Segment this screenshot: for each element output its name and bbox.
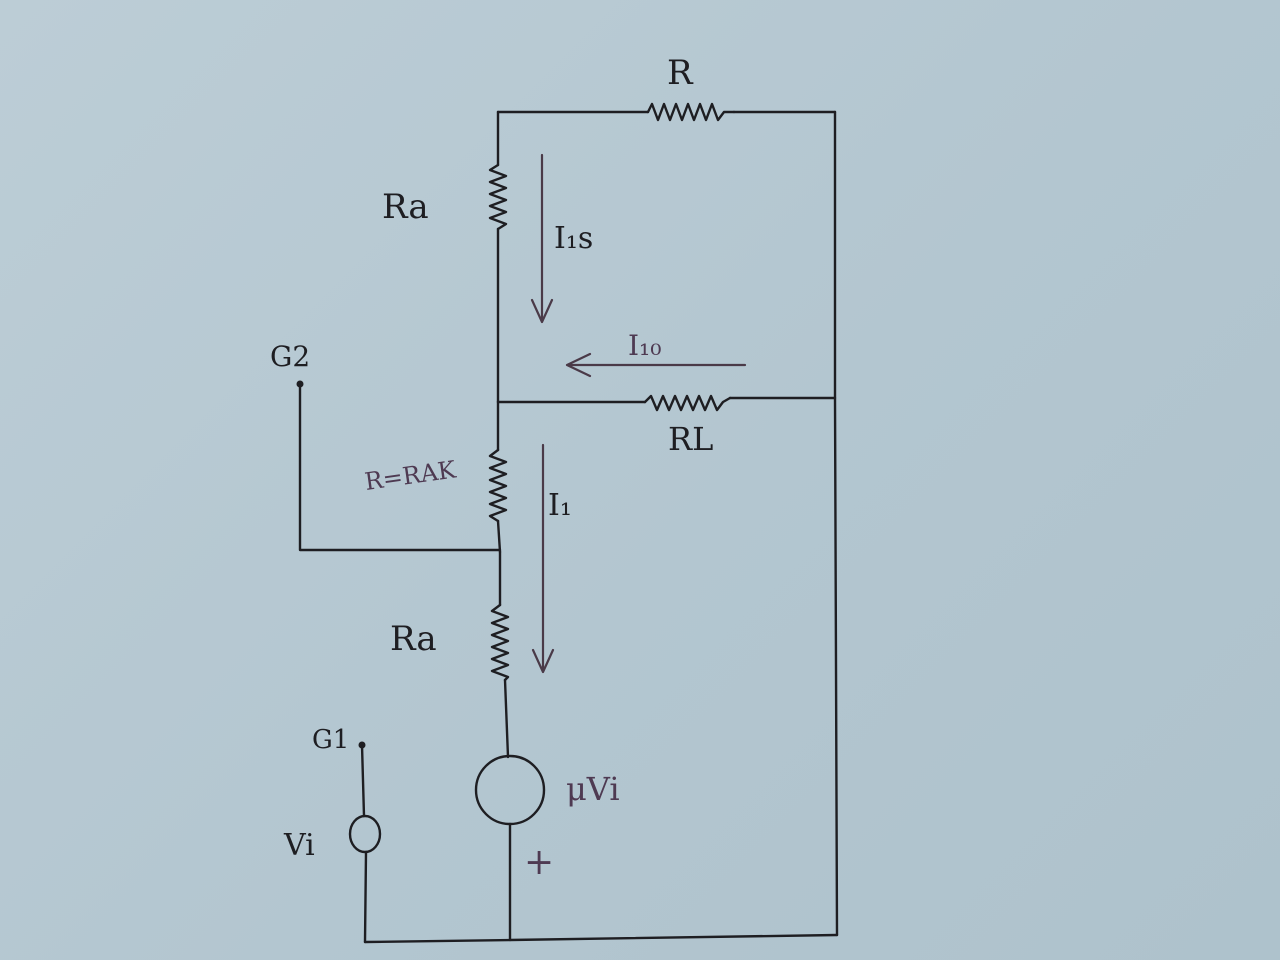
resistor-rak xyxy=(488,448,508,523)
wire-vi-lower xyxy=(363,850,368,944)
terminal-g2 xyxy=(296,380,304,388)
resistor-ra-bottom xyxy=(490,603,510,682)
arrow-i1 xyxy=(531,443,555,674)
label-r-top: R xyxy=(667,53,694,93)
resistor-r-top xyxy=(646,102,736,122)
source-vi xyxy=(348,814,382,854)
arrow-i1s xyxy=(530,153,554,324)
label-g1: G1 xyxy=(312,725,349,755)
wire-right-rail xyxy=(833,110,839,937)
wire-bottom-rail xyxy=(363,933,839,944)
label-mu-vi: μVi xyxy=(566,770,620,808)
label-vi: Vi xyxy=(283,828,315,863)
resistor-ra-top xyxy=(488,163,508,231)
source-mu-vi xyxy=(474,754,546,826)
label-ra-top: Ra xyxy=(382,187,429,227)
wire-g2 xyxy=(298,382,502,552)
label-i10: I₁₀ xyxy=(628,329,662,362)
resistor-rl xyxy=(643,394,732,412)
label-i1s: I₁s xyxy=(554,221,593,256)
wire-rak-lower xyxy=(496,519,502,554)
arrow-i10 xyxy=(565,352,747,378)
wire-ra-bottom-lower xyxy=(503,678,510,759)
label-i1: I₁ xyxy=(548,488,572,523)
wire-vi-upper xyxy=(360,743,366,818)
label-g2: G2 xyxy=(270,340,310,373)
label-plus: + xyxy=(524,842,554,883)
label-rl: RL xyxy=(668,420,713,458)
label-r-rak: R=RAK xyxy=(363,455,459,496)
label-ra-bottom: Ra xyxy=(390,619,437,659)
